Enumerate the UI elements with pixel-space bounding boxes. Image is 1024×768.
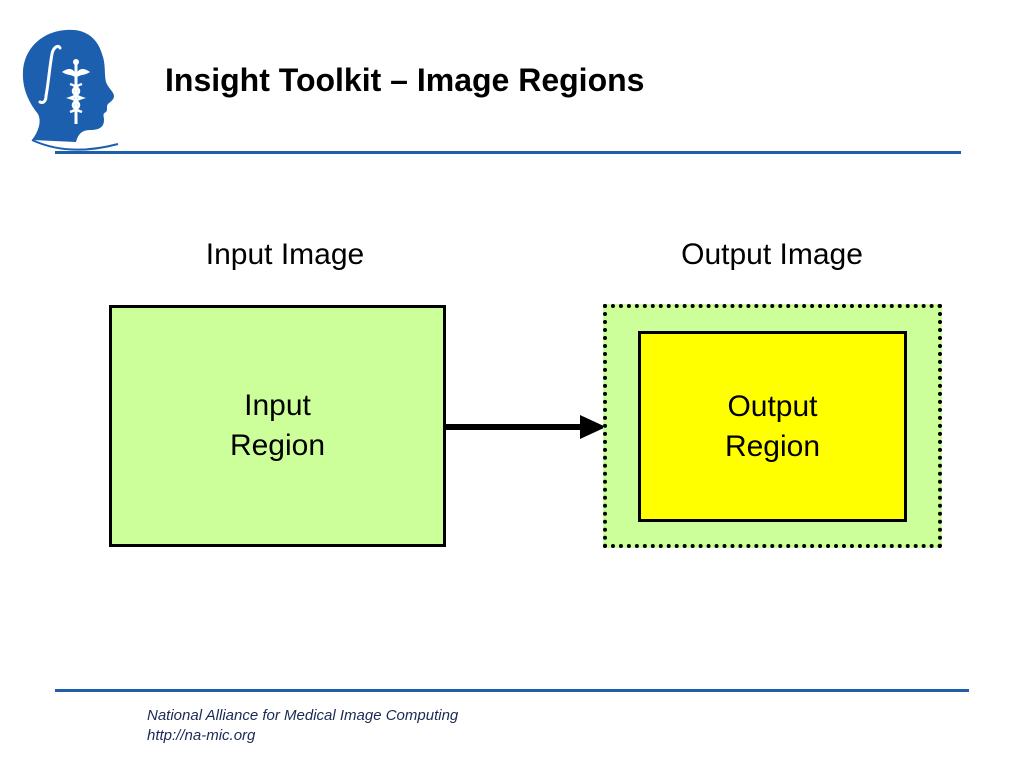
header-divider	[55, 151, 961, 154]
footer-url: http://na-mic.org	[147, 727, 256, 744]
input-region-line2: Region	[229, 429, 326, 462]
output-region-label: Output Region	[725, 387, 820, 467]
input-region-label: Input Region	[230, 386, 325, 466]
output-region-box: Output Region	[638, 331, 907, 522]
page-title: Insight Toolkit – Image Regions	[165, 62, 645, 98]
footer: National Alliance for Medical Image Comp…	[147, 706, 458, 746]
right-arrow-icon	[444, 415, 606, 439]
output-region-line2: Region	[724, 429, 821, 463]
footer-divider	[55, 689, 969, 692]
na-mic-logo-icon	[22, 29, 119, 151]
input-region-line1: Input	[244, 389, 311, 422]
footer-organization: National Alliance for Medical Image Comp…	[147, 707, 459, 724]
output-region-line1: Output	[727, 389, 818, 423]
input-region-box: Input Region	[109, 305, 446, 547]
input-image-label: Input Image	[205, 238, 365, 271]
output-image-label: Output Image	[681, 238, 863, 271]
